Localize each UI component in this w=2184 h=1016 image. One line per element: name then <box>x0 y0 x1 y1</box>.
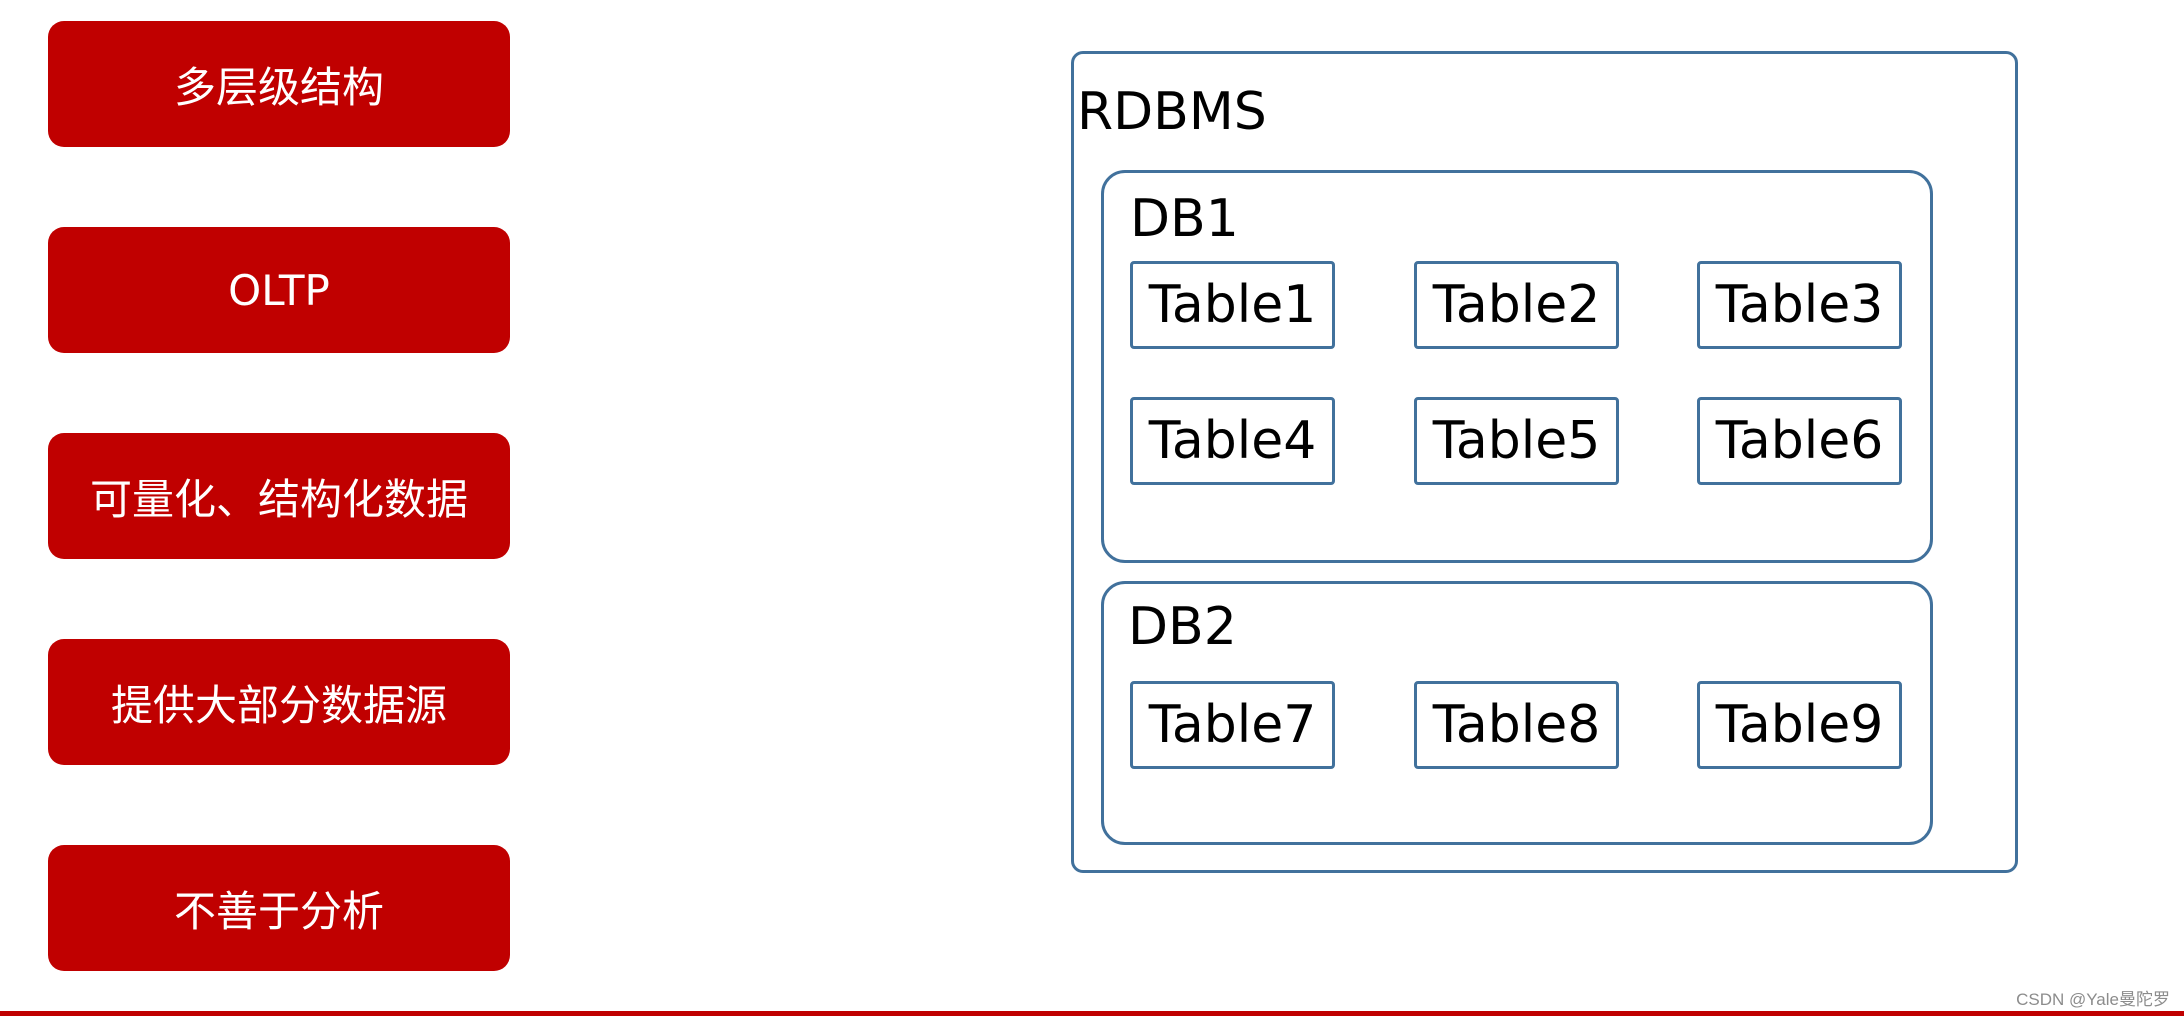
table-box: Table4 <box>1130 397 1335 485</box>
feature-box-not-analysis: 不善于分析 <box>48 845 510 971</box>
table-box: Table9 <box>1697 681 1902 769</box>
table-box: Table6 <box>1697 397 1902 485</box>
db1-label: DB1 <box>1130 189 1239 249</box>
db1-container <box>1101 170 1933 563</box>
db2-label: DB2 <box>1128 597 1237 657</box>
table-box: Table8 <box>1414 681 1619 769</box>
watermark: CSDN @Yale曼陀罗 <box>2016 990 2170 1009</box>
table-box: Table2 <box>1414 261 1619 349</box>
bottom-divider <box>0 1011 2184 1016</box>
feature-box-oltp: OLTP <box>48 227 510 353</box>
table-box: Table3 <box>1697 261 1902 349</box>
feature-box-multi-level: 多层级结构 <box>48 21 510 147</box>
table-box: Table1 <box>1130 261 1335 349</box>
rdbms-label: RDBMS <box>1077 82 1267 142</box>
feature-box-data-source: 提供大部分数据源 <box>48 639 510 765</box>
table-box: Table5 <box>1414 397 1619 485</box>
table-box: Table7 <box>1130 681 1335 769</box>
feature-box-structured-data: 可量化、结构化数据 <box>48 433 510 559</box>
